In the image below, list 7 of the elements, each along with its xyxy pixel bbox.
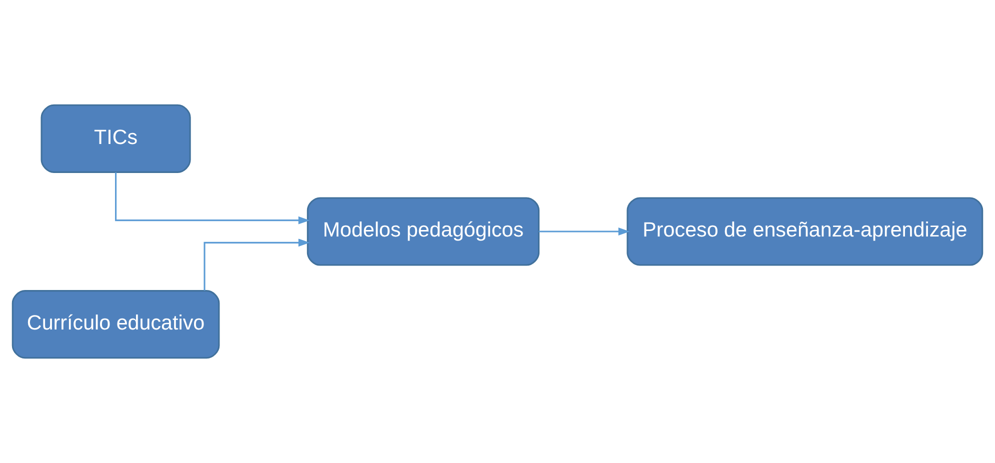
node-box: TICs: [40, 104, 191, 173]
node-box: Proceso de enseñanza-aprendizaje: [626, 197, 984, 266]
arrow: [115, 172, 310, 224]
node-box: Currículo educativo: [12, 290, 220, 359]
arrow: [204, 238, 310, 291]
node-box: Modelos pedagógicos: [306, 197, 540, 266]
arrow: [538, 228, 630, 236]
